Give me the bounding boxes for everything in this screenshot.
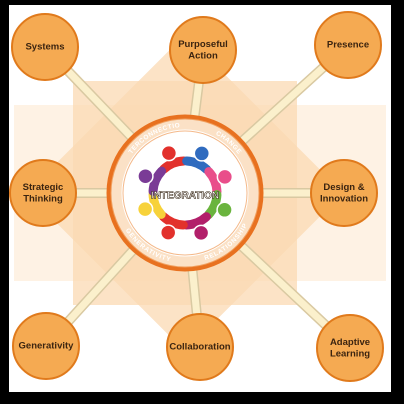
inner-ring xyxy=(122,130,248,256)
diagram-panel: INTERCONNECTIONCHANGEGENERATIVITYRELATIO… xyxy=(9,5,391,392)
node-circle xyxy=(169,16,237,84)
person-head xyxy=(159,224,177,241)
node-label: Strategic xyxy=(23,182,64,193)
ring-band xyxy=(110,118,260,268)
person-head xyxy=(160,144,178,162)
node-circle xyxy=(316,314,384,382)
node-label: Purposeful xyxy=(178,39,228,50)
node-generativity: Generativity xyxy=(12,312,80,380)
node-design-innovation: Design &Innovation xyxy=(310,159,378,227)
center-label: INTEGRATION xyxy=(151,191,219,202)
person-body xyxy=(148,166,167,196)
person-head xyxy=(136,200,154,218)
node-label: Design & xyxy=(323,182,364,193)
node-circle xyxy=(310,159,378,227)
node-label: Thinking xyxy=(23,193,63,204)
person-icon xyxy=(137,166,167,196)
node-circle xyxy=(166,313,234,381)
node-systems: Systems xyxy=(11,13,79,81)
node-label: Action xyxy=(188,50,218,61)
person-head xyxy=(216,168,234,186)
node-label: Adaptive xyxy=(330,337,370,348)
person-head xyxy=(193,145,211,162)
node-circle xyxy=(11,13,79,81)
integration-diagram: INTERCONNECTIONCHANGEGENERATIVITYRELATIO… xyxy=(9,5,386,382)
people-circle xyxy=(136,144,234,242)
person-head xyxy=(137,167,154,185)
node-label: Presence xyxy=(327,40,369,51)
node-circle xyxy=(12,312,80,380)
node-presence: Presence xyxy=(314,11,382,79)
node-label: Innovation xyxy=(320,193,368,204)
node-label: Collaboration xyxy=(169,342,230,353)
node-label: Systems xyxy=(25,42,64,53)
person-head xyxy=(216,201,233,219)
node-circle xyxy=(9,159,77,227)
node-label: Learning xyxy=(330,348,370,359)
node-collaboration: Collaboration xyxy=(166,313,234,381)
node-label: Generativity xyxy=(19,341,75,352)
node-circle xyxy=(314,11,382,79)
person-head xyxy=(192,224,210,242)
